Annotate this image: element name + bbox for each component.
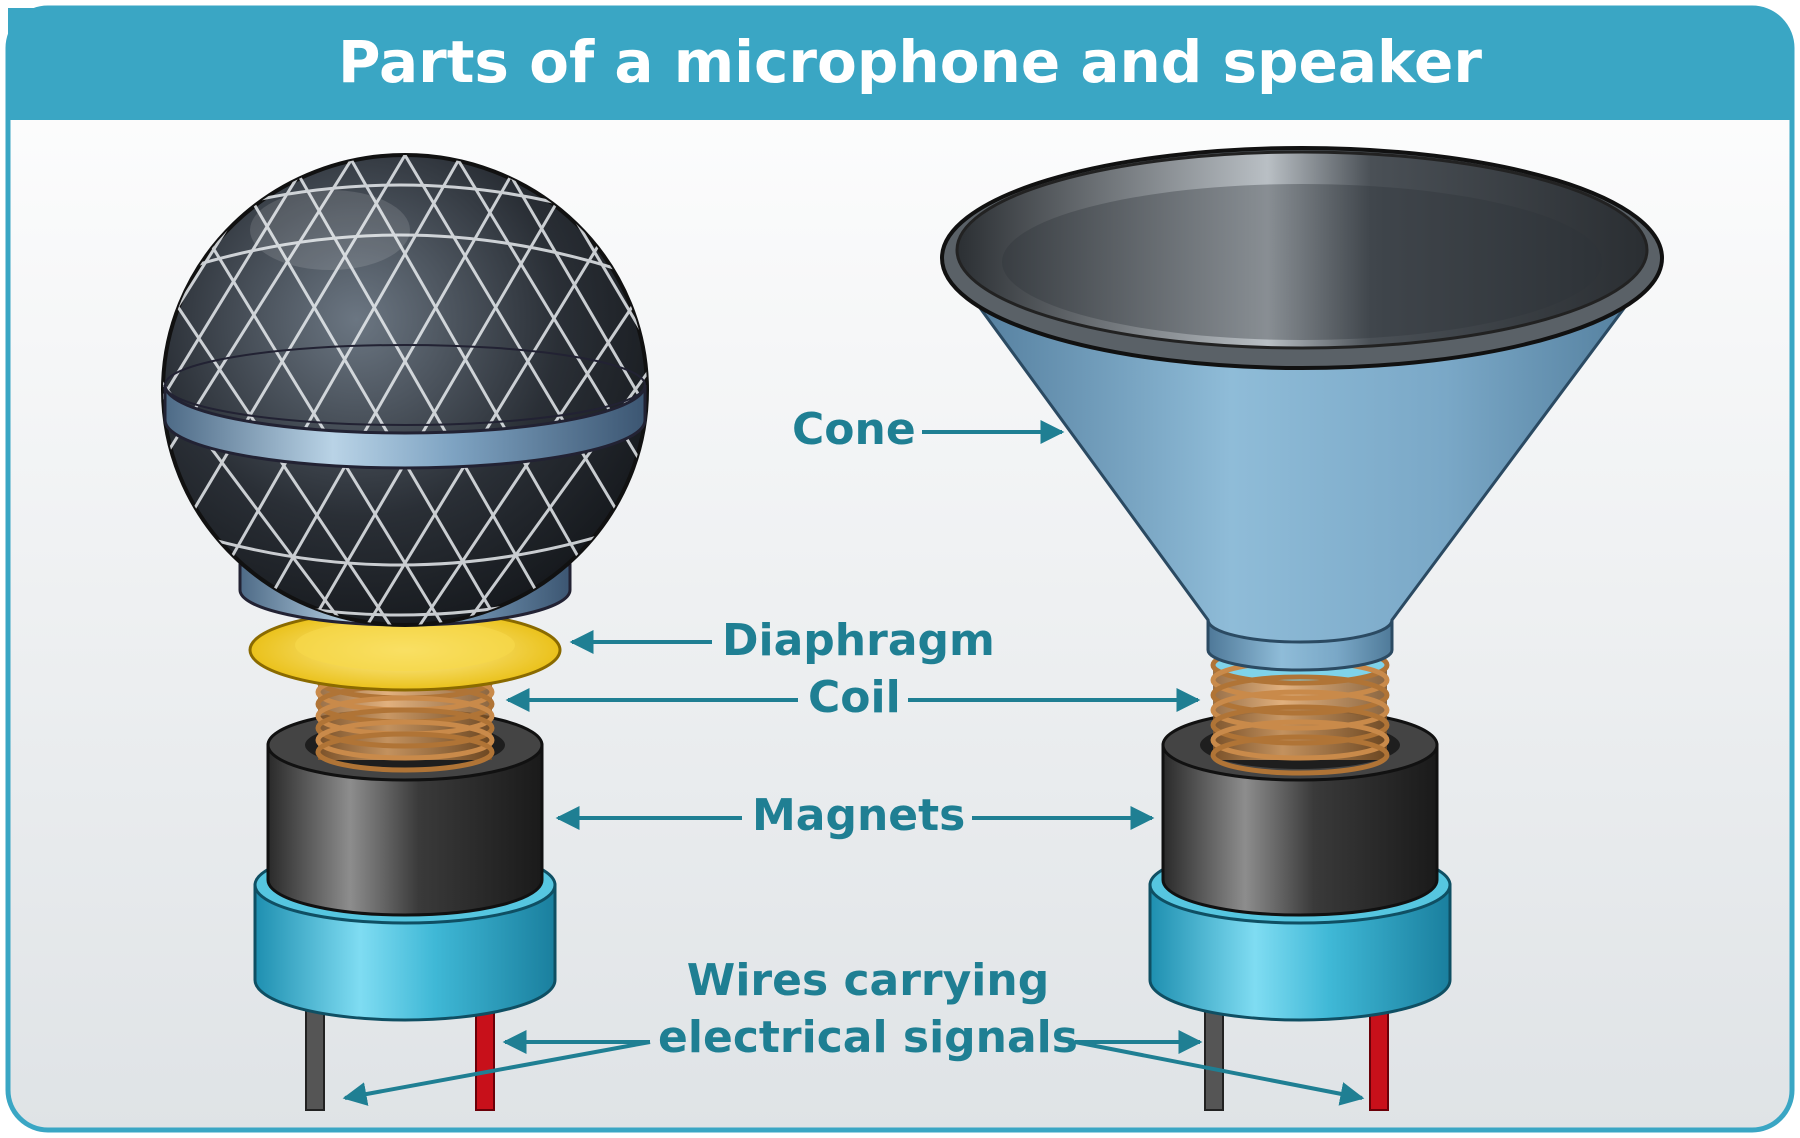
mic-magnet — [266, 743, 544, 917]
speaker-magnet — [1161, 743, 1439, 917]
speaker-wire-red — [1369, 1004, 1389, 1111]
label-diaphragm: Diaphragm — [722, 615, 995, 666]
mic-diaphragm — [248, 608, 562, 692]
diagram-title: Parts of a microphone and speaker — [338, 28, 1482, 96]
label-wires-line2: electrical signals — [658, 1012, 1078, 1063]
label-wires-line1: Wires carrying — [687, 955, 1049, 1006]
arrow-wire-mic-gray — [342, 1040, 651, 1106]
arrow-wire-speaker-red — [1074, 1040, 1365, 1106]
label-coil: Coil — [808, 672, 901, 723]
label-magnets: Magnets — [752, 790, 965, 841]
header-band — [8, 8, 1792, 120]
labels-layer: Cone Diaphragm Coil Magnets Wires carryi… — [342, 404, 1365, 1106]
mic-wire-red — [475, 1004, 495, 1111]
speaker-illustration — [940, 146, 1664, 1111]
mic-band — [163, 384, 647, 470]
speaker-wire-gray — [1204, 1004, 1224, 1111]
label-cone: Cone — [792, 404, 916, 455]
microphone-illustration — [161, 153, 649, 1111]
mic-wire-gray — [305, 1004, 325, 1111]
